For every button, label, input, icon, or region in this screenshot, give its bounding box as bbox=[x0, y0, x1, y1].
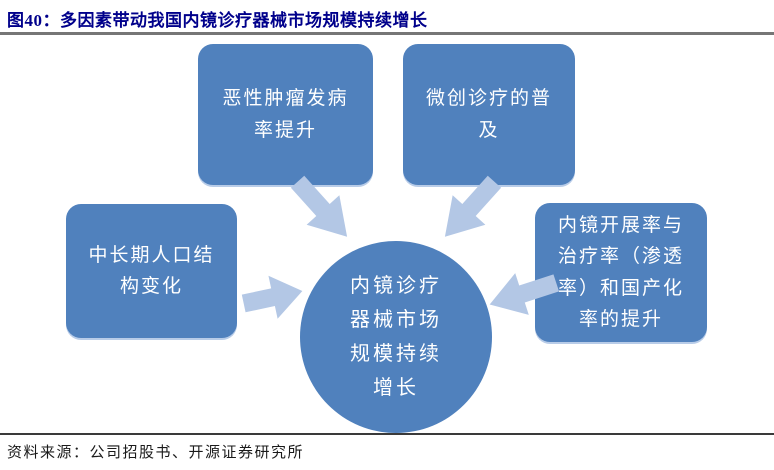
title-divider bbox=[0, 32, 774, 35]
arrow-right-icon bbox=[241, 275, 303, 319]
factor-box-penetration-localization: 内镜开展率与治疗率（渗透率）和国产化率的提升 bbox=[535, 203, 707, 342]
factor-label: 中长期人口结构变化 bbox=[88, 244, 215, 297]
arrow-down-left-icon bbox=[444, 175, 502, 237]
growth-driver-diagram: 恶性肿瘤发病率提升 微创诊疗的普及 中长期人口结构变化 内镜开展率与治疗率（渗透… bbox=[0, 35, 774, 433]
source-note: 资料来源：公司招股书、开源证券研究所 bbox=[7, 445, 305, 461]
factor-label: 内镜开展率与治疗率（渗透率）和国产化率的提升 bbox=[557, 214, 684, 330]
source-divider bbox=[0, 433, 774, 435]
factor-box-population-structure: 中长期人口结构变化 bbox=[66, 204, 237, 338]
center-label: 内镜诊疗器械市场规模持续增长 bbox=[350, 275, 442, 399]
factor-box-minimally-invasive: 微创诊疗的普及 bbox=[403, 44, 575, 185]
factor-box-tumor-incidence: 恶性肿瘤发病率提升 bbox=[198, 44, 373, 185]
factor-label: 恶性肿瘤发病率提升 bbox=[222, 88, 349, 141]
center-circle-market-growth: 内镜诊疗器械市场规模持续增长 bbox=[300, 241, 492, 433]
figure-title: 图40：多因素带动我国内镜诊疗器械市场规模持续增长 bbox=[7, 11, 428, 30]
arrow-left-icon bbox=[489, 273, 560, 315]
factor-label: 微创诊疗的普及 bbox=[425, 88, 552, 141]
arrow-down-right-icon bbox=[290, 175, 348, 237]
